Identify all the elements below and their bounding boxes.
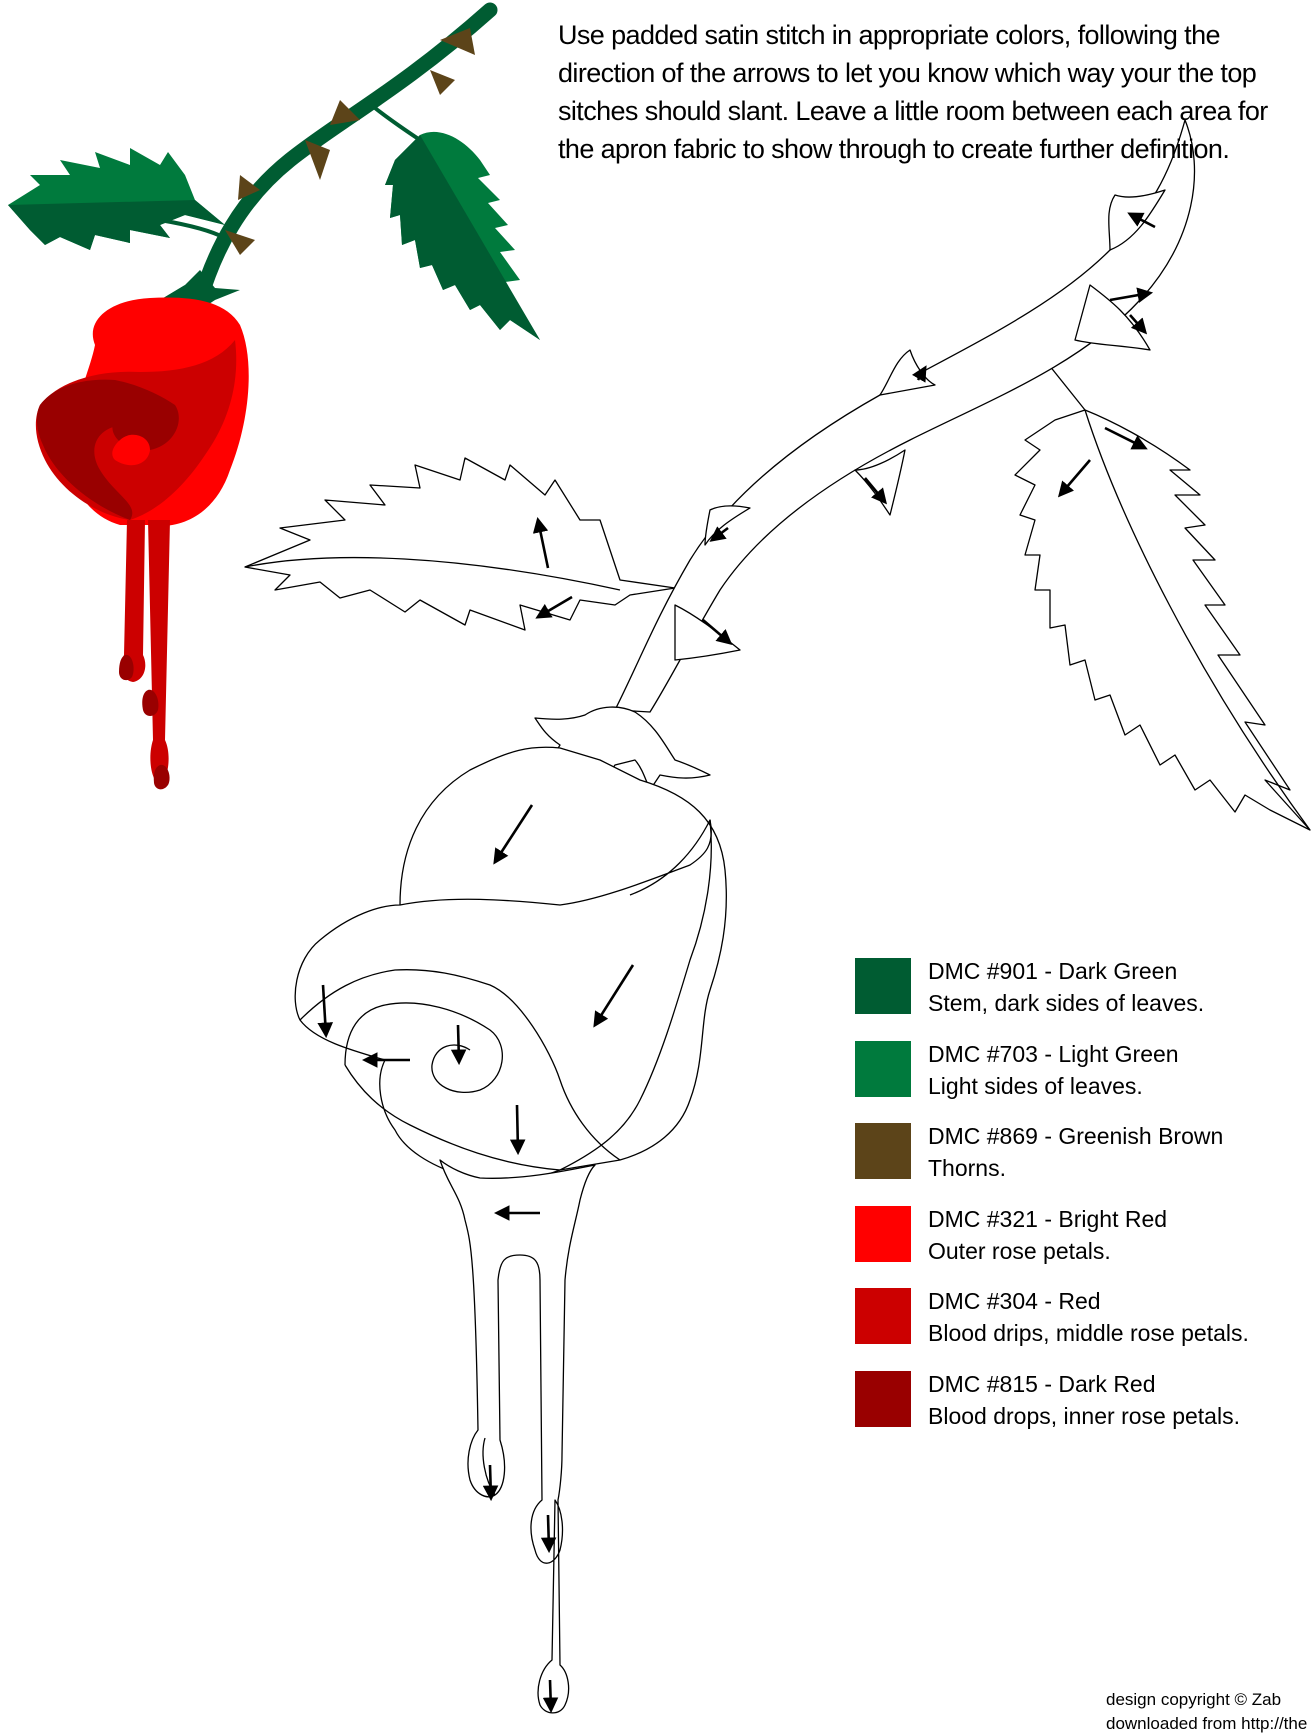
outline-pattern xyxy=(245,120,1310,1713)
legend-desc: Blood drips, middle rose petals. xyxy=(928,1317,1249,1349)
color-swatch xyxy=(855,1123,911,1179)
legend-text: DMC #321 - Bright Red Outer rose petals. xyxy=(928,1203,1167,1267)
legend-item: DMC #321 - Bright Red Outer rose petals. xyxy=(855,1203,1295,1286)
legend-desc: Blood drops, inner rose petals. xyxy=(928,1400,1240,1432)
colored-leaf-right xyxy=(385,132,540,340)
legend-text: DMC #901 - Dark Green Stem, dark sides o… xyxy=(928,955,1204,1019)
outline-left-leaf xyxy=(245,458,675,630)
color-swatch xyxy=(855,958,911,1014)
instructions-text: Use padded satin stitch in appropriate c… xyxy=(558,16,1278,168)
legend-item: DMC #869 - Greenish Brown Thorns. xyxy=(855,1120,1295,1203)
thread-color-legend: DMC #901 - Dark Green Stem, dark sides o… xyxy=(855,955,1295,1450)
colored-leaf-left xyxy=(8,148,225,250)
legend-item: DMC #703 - Light Green Light sides of le… xyxy=(855,1038,1295,1121)
legend-code: DMC #304 - Red xyxy=(928,1285,1249,1317)
legend-item: DMC #304 - Red Blood drips, middle rose … xyxy=(855,1285,1295,1368)
legend-code: DMC #815 - Dark Red xyxy=(928,1368,1240,1400)
legend-code: DMC #901 - Dark Green xyxy=(928,955,1204,987)
stitch-arrow xyxy=(548,1515,549,1550)
legend-item: DMC #901 - Dark Green Stem, dark sides o… xyxy=(855,955,1295,1038)
colored-drips xyxy=(119,520,170,789)
outline-right-leaf xyxy=(1015,360,1310,830)
stitch-arrow xyxy=(458,1025,459,1062)
copyright-notice: design copyright © Zab downloaded from h… xyxy=(1106,1688,1307,1736)
legend-desc: Light sides of leaves. xyxy=(928,1070,1179,1102)
legend-code: DMC #703 - Light Green xyxy=(928,1038,1179,1070)
legend-desc: Stem, dark sides of leaves. xyxy=(928,987,1204,1019)
legend-text: DMC #304 - Red Blood drips, middle rose … xyxy=(928,1285,1249,1349)
stitch-arrow xyxy=(490,1465,491,1498)
stitch-arrow xyxy=(550,1680,551,1710)
legend-text: DMC #815 - Dark Red Blood drops, inner r… xyxy=(928,1368,1240,1432)
legend-desc: Outer rose petals. xyxy=(928,1235,1167,1267)
stitch-arrow xyxy=(517,1105,518,1152)
outline-bud xyxy=(295,747,726,1182)
legend-code: DMC #321 - Bright Red xyxy=(928,1203,1167,1235)
colored-rose xyxy=(8,10,540,789)
outline-drips xyxy=(440,1160,595,1713)
colored-bud xyxy=(36,298,249,526)
color-swatch xyxy=(855,1041,911,1097)
legend-code: DMC #869 - Greenish Brown xyxy=(928,1120,1223,1152)
legend-desc: Thorns. xyxy=(928,1152,1223,1184)
copyright-line: design copyright © Zab xyxy=(1106,1688,1307,1712)
color-swatch xyxy=(855,1206,911,1262)
color-swatch xyxy=(855,1371,911,1427)
legend-text: DMC #703 - Light Green Light sides of le… xyxy=(928,1038,1179,1102)
legend-text: DMC #869 - Greenish Brown Thorns. xyxy=(928,1120,1223,1184)
color-swatch xyxy=(855,1288,911,1344)
legend-item: DMC #815 - Dark Red Blood drops, inner r… xyxy=(855,1368,1295,1451)
